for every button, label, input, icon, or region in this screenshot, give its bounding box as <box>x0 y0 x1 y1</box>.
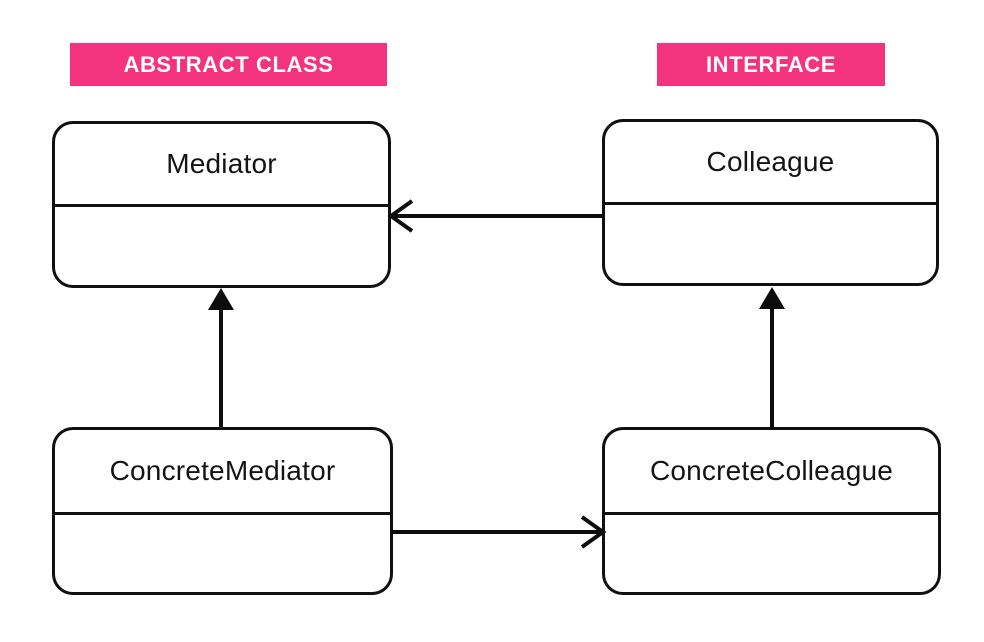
class-name-concrete-colleague: ConcreteColleague <box>605 430 938 515</box>
badge-abstract-class: ABSTRACT CLASS <box>70 43 387 86</box>
class-name-mediator: Mediator <box>55 124 388 207</box>
badge-abstract-class-label: ABSTRACT CLASS <box>123 51 334 77</box>
relation-concrete-colleague-to-colleague-arrowhead <box>759 287 785 309</box>
relation-colleague-to-mediator-arrowhead <box>387 199 414 233</box>
class-name-colleague: Colleague <box>605 122 936 205</box>
class-members-concrete-colleague <box>605 515 938 592</box>
class-box-concrete-mediator[interactable]: ConcreteMediator <box>52 427 393 595</box>
class-box-colleague[interactable]: Colleague <box>602 119 939 286</box>
relation-concrete-colleague-to-colleague <box>759 287 785 427</box>
relation-concrete-mediator-to-mediator <box>208 288 234 427</box>
badge-interface-label: INTERFACE <box>705 51 837 77</box>
relation-concrete-mediator-to-concrete-colleague-arrowhead <box>580 515 607 549</box>
relation-concrete-mediator-to-mediator-arrowhead <box>208 288 234 310</box>
class-members-concrete-mediator <box>55 515 390 592</box>
class-box-concrete-colleague[interactable]: ConcreteColleague <box>602 427 941 595</box>
class-members-colleague <box>605 205 936 283</box>
badge-interface: INTERFACE <box>657 43 885 86</box>
class-members-mediator <box>55 207 388 285</box>
class-box-mediator[interactable]: Mediator <box>52 121 391 288</box>
class-name-concrete-mediator: ConcreteMediator <box>55 430 390 515</box>
relation-concrete-mediator-to-concrete-colleague <box>392 515 607 549</box>
relation-colleague-to-mediator <box>387 199 604 233</box>
